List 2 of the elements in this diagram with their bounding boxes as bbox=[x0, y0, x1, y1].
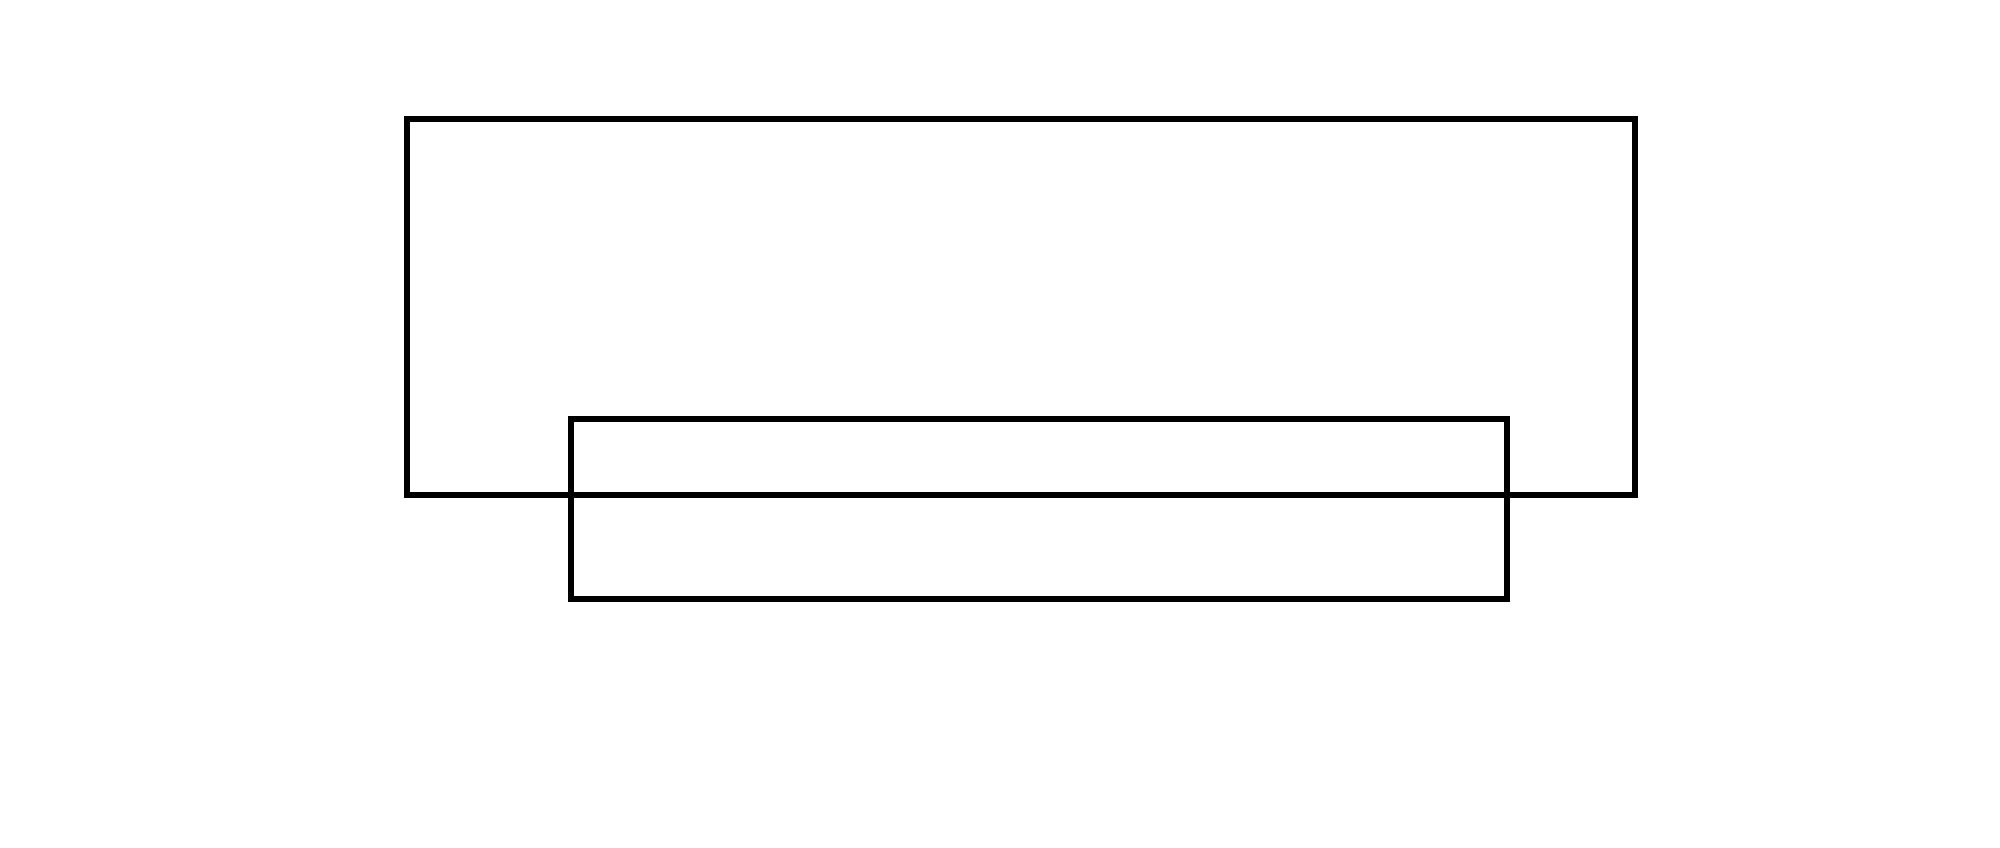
rectangle-outline bbox=[404, 116, 1638, 498]
rectangle-outline bbox=[568, 416, 1510, 602]
